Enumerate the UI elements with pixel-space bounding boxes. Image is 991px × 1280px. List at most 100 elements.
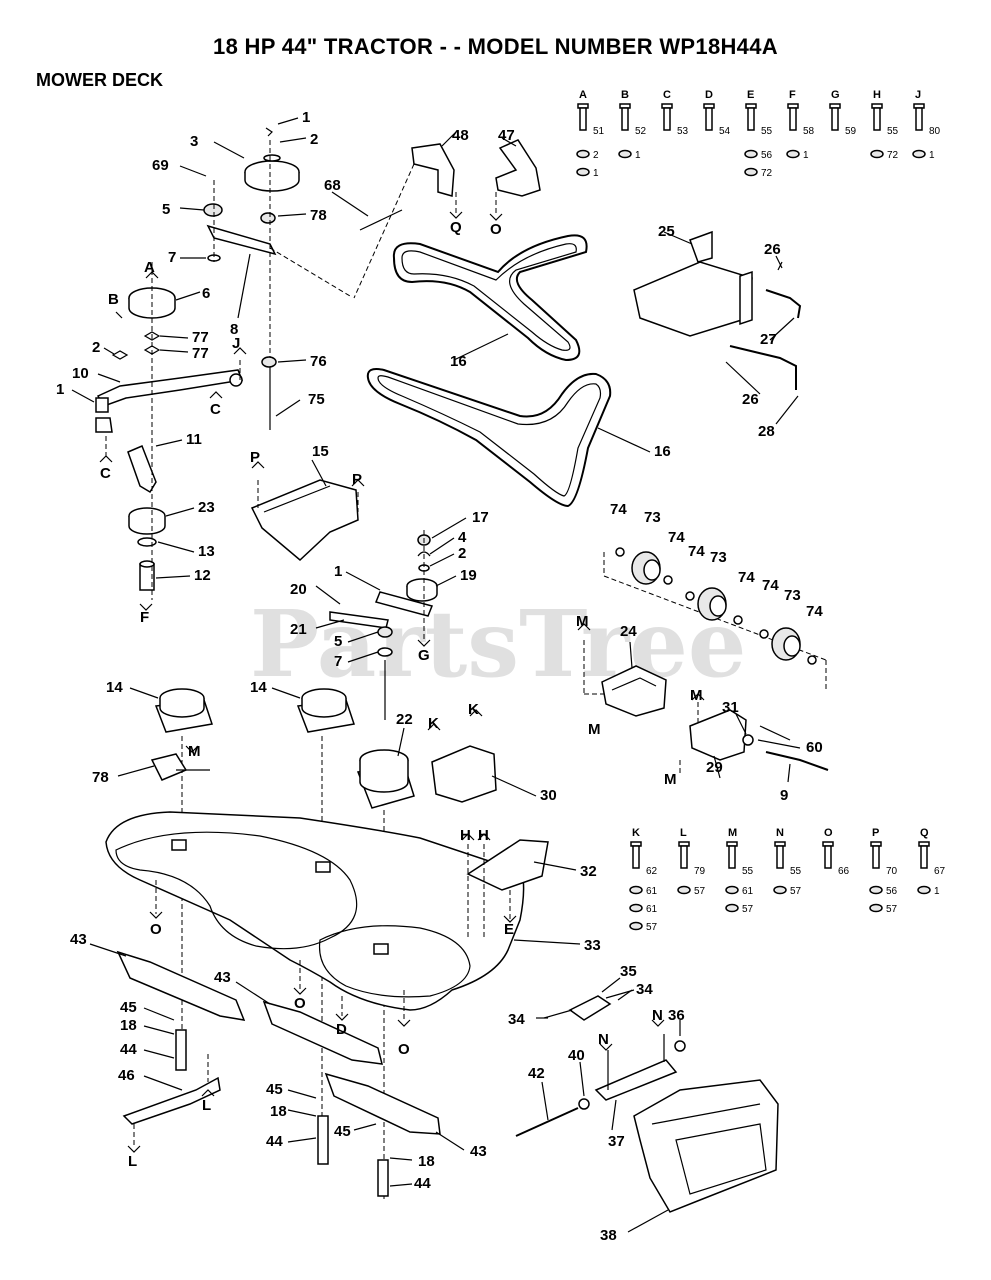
washer-icon — [786, 149, 800, 159]
hw-bottom-part-Q-0: 67 — [934, 866, 946, 877]
callout-C: C — [210, 401, 221, 418]
callout-B: B — [108, 291, 119, 308]
callout-60: 60 — [806, 739, 823, 756]
callout-74: 74 — [668, 529, 685, 546]
bolt-shank-icon — [632, 845, 640, 869]
hw-top-part-C-0: 53 — [677, 126, 689, 137]
callout-N: N — [652, 1007, 663, 1024]
bolt-shank-icon — [747, 107, 755, 131]
washer-icon — [576, 149, 590, 159]
callout-1: 1 — [334, 563, 342, 580]
callout-2: 2 — [310, 131, 318, 148]
callout-3: 3 — [190, 133, 198, 150]
bolt-shank-icon — [920, 845, 928, 869]
callout-29: 29 — [706, 759, 723, 776]
callout-P: P — [250, 449, 260, 466]
callout-18: 18 — [120, 1017, 137, 1034]
hw-top-letter-J: J — [915, 89, 921, 101]
hw-bottom-part-P-0: 70 — [886, 866, 898, 877]
callout-5: 5 — [334, 633, 342, 650]
callout-L: L — [128, 1153, 137, 1170]
callout-32: 32 — [580, 863, 597, 880]
hw-bottom-letter-M: M — [728, 827, 737, 839]
callout-22: 22 — [396, 711, 413, 728]
hw-bottom-part-L-0: 79 — [694, 866, 706, 877]
hw-top-part-B-0: 52 — [635, 126, 647, 137]
callout-74: 74 — [762, 577, 779, 594]
bolt-shank-icon — [621, 107, 629, 131]
hw-top-letter-F: F — [789, 89, 796, 101]
callout-9: 9 — [780, 787, 788, 804]
hw-top-part-E-0: 55 — [761, 126, 773, 137]
callout-13: 13 — [198, 543, 215, 560]
hw-top-part-J-0: 80 — [929, 126, 941, 137]
deck-plate-assembly — [633, 230, 802, 390]
callout-11: 11 — [186, 431, 202, 448]
callout-34: 34 — [508, 1011, 525, 1028]
callout-1: 1 — [302, 109, 310, 126]
callout-O: O — [294, 995, 306, 1012]
callout-5: 5 — [162, 201, 170, 218]
hw-top-part-H-0: 55 — [887, 126, 899, 137]
callout-47: 47 — [498, 127, 515, 144]
callout-44: 44 — [120, 1041, 137, 1058]
callout-16: 16 — [654, 443, 671, 460]
callout-A: A — [144, 259, 155, 276]
washer-icon — [917, 885, 931, 895]
callout-77: 77 — [192, 345, 209, 362]
hw-top-part-F-1: 1 — [803, 150, 809, 161]
callout-78: 78 — [92, 769, 109, 786]
washer-icon — [725, 903, 739, 913]
callout-26: 26 — [764, 241, 781, 258]
hw-bottom-letter-N: N — [776, 827, 784, 839]
callout-18: 18 — [418, 1153, 435, 1170]
hw-bottom-part-L-1: 57 — [694, 886, 706, 897]
hw-bottom-letter-L: L — [680, 827, 687, 839]
callout-20: 20 — [290, 581, 307, 598]
callout-P: P — [352, 471, 362, 488]
callout-M: M — [690, 687, 703, 704]
callout-23: 23 — [198, 499, 215, 516]
callout-16: 16 — [450, 353, 467, 370]
letter-markers — [99, 211, 705, 1153]
callout-M: M — [664, 771, 677, 788]
hw-top-letter-A: A — [579, 89, 587, 101]
bolt-shank-icon — [579, 107, 587, 131]
washer-icon — [773, 885, 787, 895]
hw-bottom-part-K-0: 62 — [646, 866, 658, 877]
callout-40: 40 — [568, 1047, 585, 1064]
callout-45: 45 — [334, 1123, 351, 1140]
callout-43: 43 — [214, 969, 231, 986]
callout-68: 68 — [324, 177, 341, 194]
callout-F: F — [140, 609, 149, 626]
washer-icon — [869, 885, 883, 895]
brackets-upper — [353, 139, 541, 299]
callout-31: 31 — [722, 699, 739, 716]
washer-icon — [677, 885, 691, 895]
washer-icon — [576, 167, 590, 177]
callout-Q: Q — [450, 219, 462, 236]
hw-bottom-part-M-2: 57 — [742, 904, 754, 915]
hw-bottom-part-N-1: 57 — [790, 886, 802, 897]
pulley-assembly-middle — [329, 530, 438, 720]
callout-7: 7 — [334, 653, 342, 670]
callout-15: 15 — [312, 443, 329, 460]
hw-top-part-A-0: 51 — [593, 126, 605, 137]
callout-N: N — [598, 1031, 609, 1048]
washer-icon — [725, 885, 739, 895]
callout-14: 14 — [106, 679, 123, 696]
hw-top-letter-D: D — [705, 89, 713, 101]
callout-74: 74 — [688, 543, 705, 560]
callout-1: 1 — [56, 381, 64, 398]
callout-6: 6 — [202, 285, 210, 302]
hw-bottom-part-K-3: 57 — [646, 922, 658, 933]
callout-21: 21 — [290, 621, 307, 638]
callout-14: 14 — [250, 679, 267, 696]
callout-K: K — [428, 715, 439, 732]
callout-69: 69 — [152, 157, 169, 174]
callout-labels: 1 2 3 69 5 78 7 8 A 6 B 77 77 2 J 76 10 … — [56, 109, 823, 1244]
deck-hangers — [583, 640, 829, 776]
callout-M: M — [588, 721, 601, 738]
